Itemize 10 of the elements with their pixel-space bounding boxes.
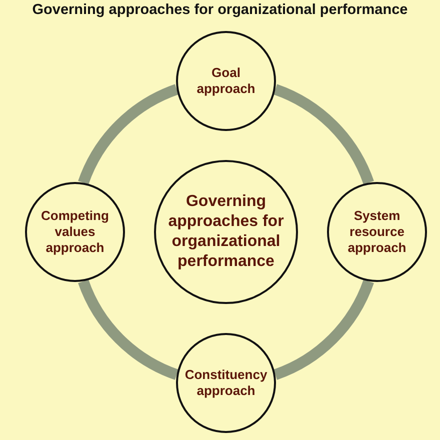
ring-connector xyxy=(78,279,179,380)
node-label: Goal approach xyxy=(196,64,256,98)
node-label: System resource approach xyxy=(346,208,408,256)
node-label: Constituency approach xyxy=(184,366,268,400)
ring-connector xyxy=(78,84,179,185)
ring-connector xyxy=(273,279,374,380)
node-label: Competing values approach xyxy=(40,208,110,256)
node-label: Governing approaches for organizational performance xyxy=(167,192,285,272)
diagram-title: Governing approaches for organizational performance xyxy=(31,2,409,18)
ring-connector xyxy=(273,84,374,185)
